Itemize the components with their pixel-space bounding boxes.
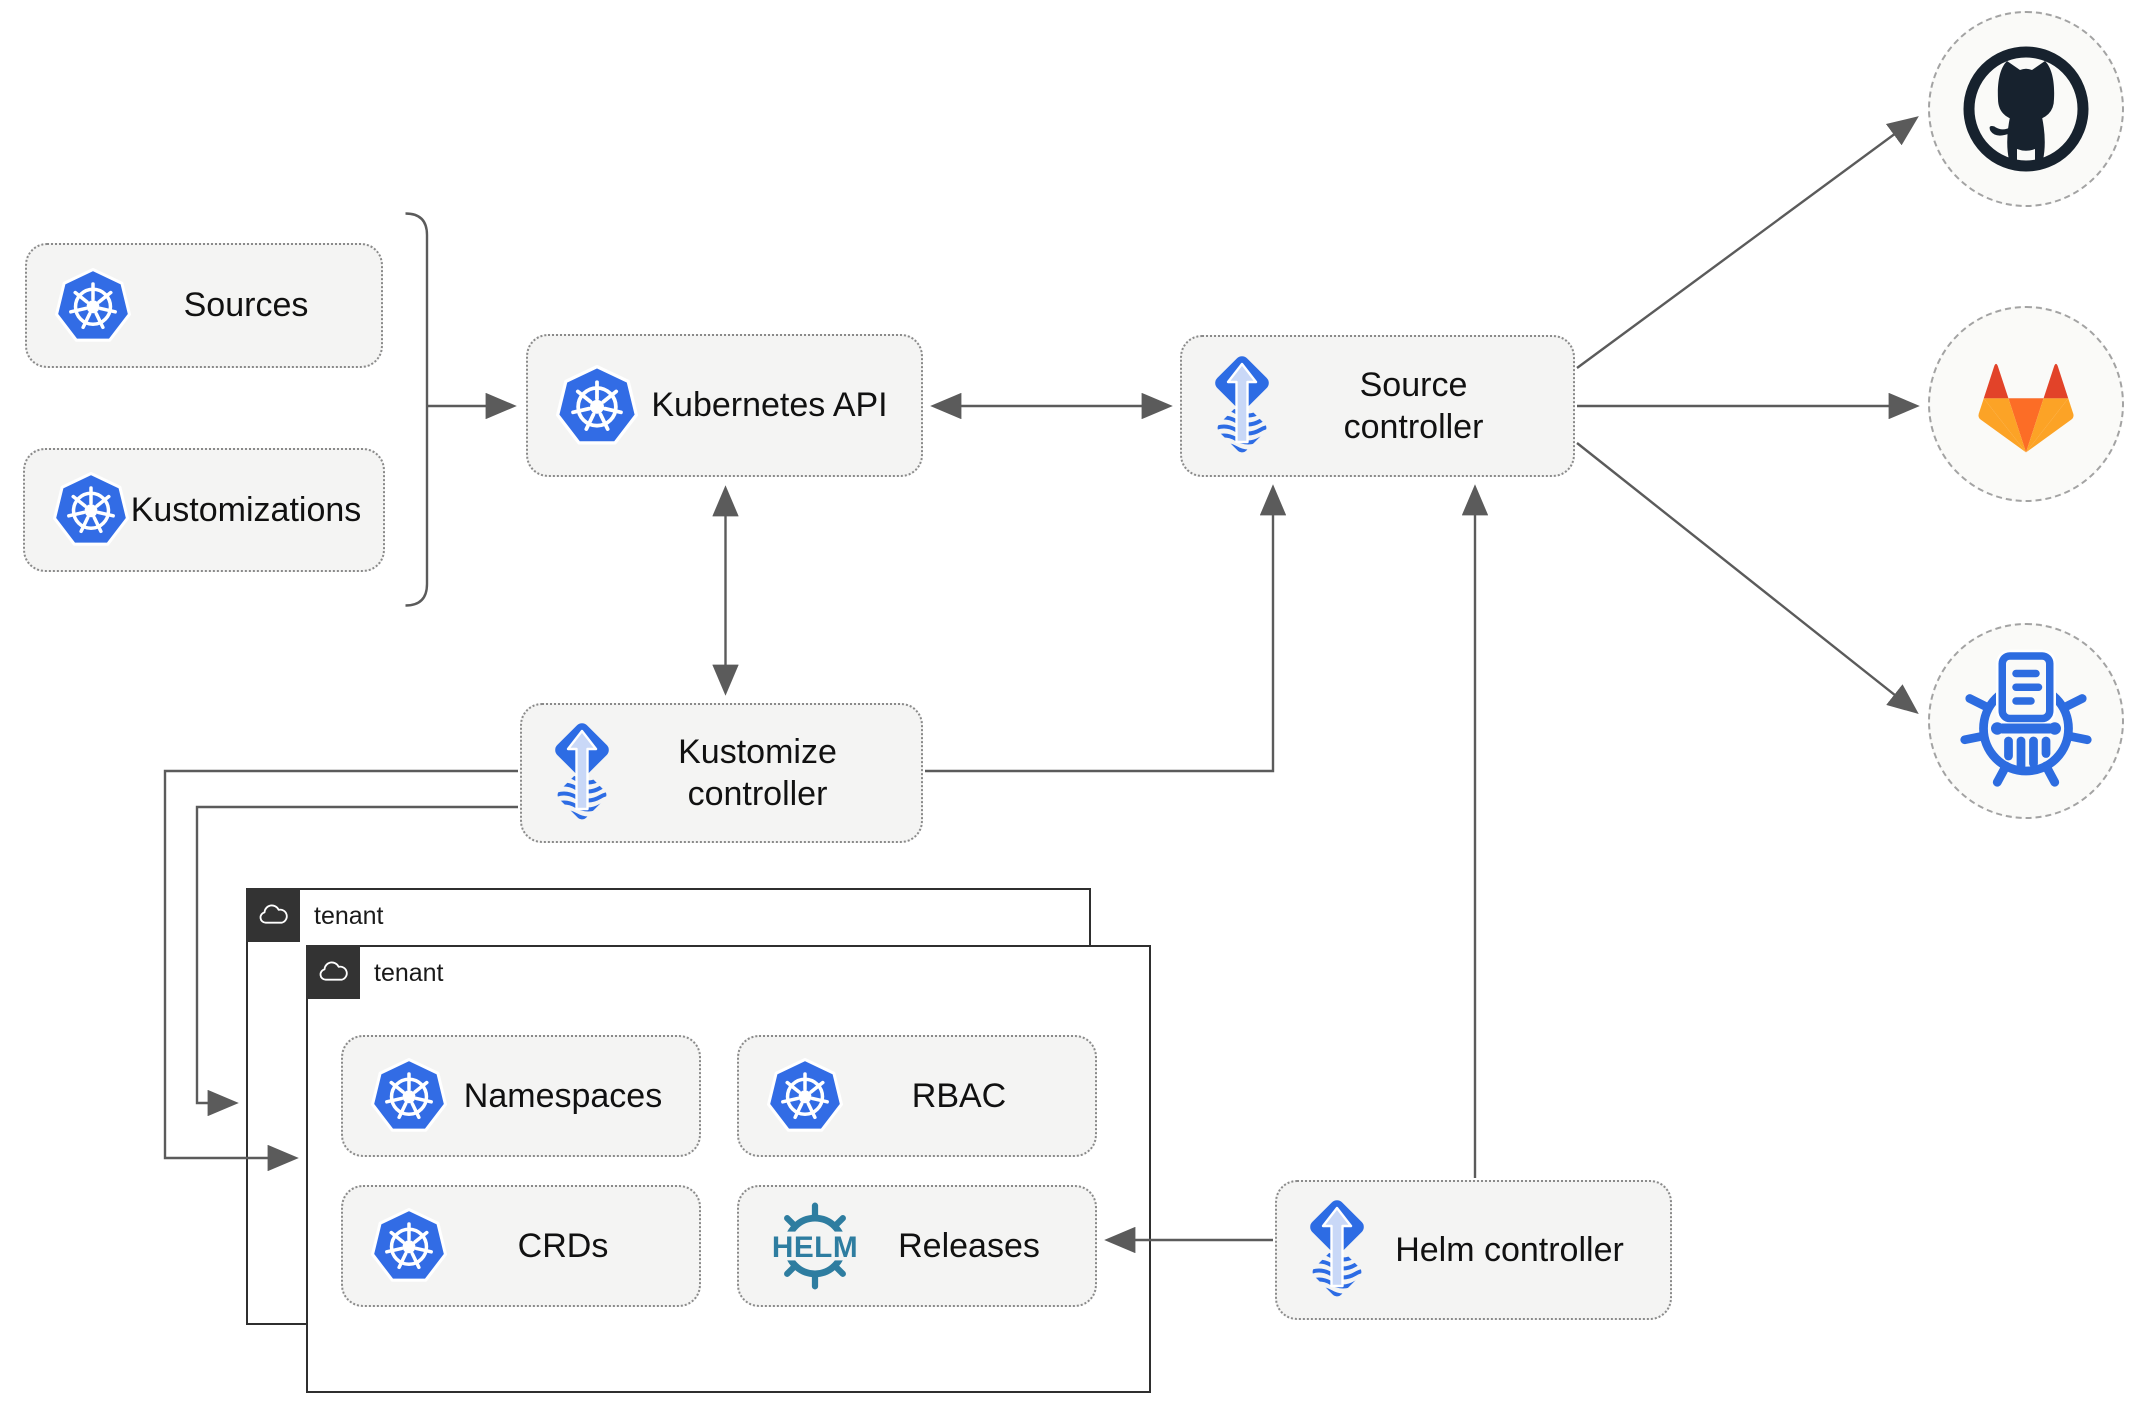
node-releases: HELM Releases [737,1185,1097,1307]
node-rbac: RBAC [737,1035,1097,1157]
node-sources: Sources [25,243,383,368]
tenant-back-header [245,887,300,942]
tenant-front-header [305,944,360,999]
node-source-controller: Source controller [1180,335,1575,477]
flux-icon [1210,356,1274,456]
kubernetes-icon [371,1058,447,1134]
tenant-front-label: tenant [374,959,444,987]
node-source-controller-label: Source controller [1343,365,1484,447]
node-kubernetes-api-label: Kubernetes API [651,386,888,425]
flux-icon [550,723,614,823]
cloud-icon [256,901,290,929]
kubernetes-icon [55,268,131,344]
node-helm-controller: Helm controller [1275,1180,1672,1320]
edge-bracket-sources-kustomizations [405,212,429,607]
edge-source-controller-github [1576,116,1919,369]
node-kubernetes-api: Kubernetes API [526,334,923,477]
helm-icon: HELM [767,1198,863,1294]
node-kustomize-controller-label: Kustomize controller [678,732,837,814]
tenant-box-front: tenant [305,944,1151,1393]
chartmuseum-icon [1951,646,2101,796]
node-rbac-label: RBAC [911,1076,1007,1115]
gitlab-icon [1960,345,2092,464]
node-kustomizations-label: Kustomizations [130,490,362,529]
kubernetes-icon [556,365,638,447]
node-releases-label: Releases [898,1226,1040,1265]
tenant-back-label: tenant [314,902,384,930]
github-icon [1946,29,2106,189]
node-kustomize-controller: Kustomize controller [520,703,923,843]
cloud-icon [316,958,350,986]
kubernetes-icon [53,472,129,548]
helm-wheel-text: HELM [772,1231,858,1264]
node-crds: CRDs [341,1185,701,1307]
node-namespaces: Namespaces [341,1035,701,1157]
kubernetes-icon [767,1058,843,1134]
flux-icon [1305,1200,1369,1300]
edge-kustomize-controller-source-controller [925,484,1287,773]
kubernetes-icon [371,1208,447,1284]
node-crds-label: CRDs [517,1226,609,1265]
remote-chart-repository [1928,623,2124,819]
node-helm-controller-label: Helm controller [1395,1230,1624,1269]
remote-gitlab [1928,306,2124,502]
node-sources-label: Sources [183,286,309,325]
edge-source-controller-chart-repository [1576,442,1919,714]
node-namespaces-label: Namespaces [463,1076,663,1115]
node-kustomizations: Kustomizations [23,448,385,572]
remote-github [1928,11,2124,207]
